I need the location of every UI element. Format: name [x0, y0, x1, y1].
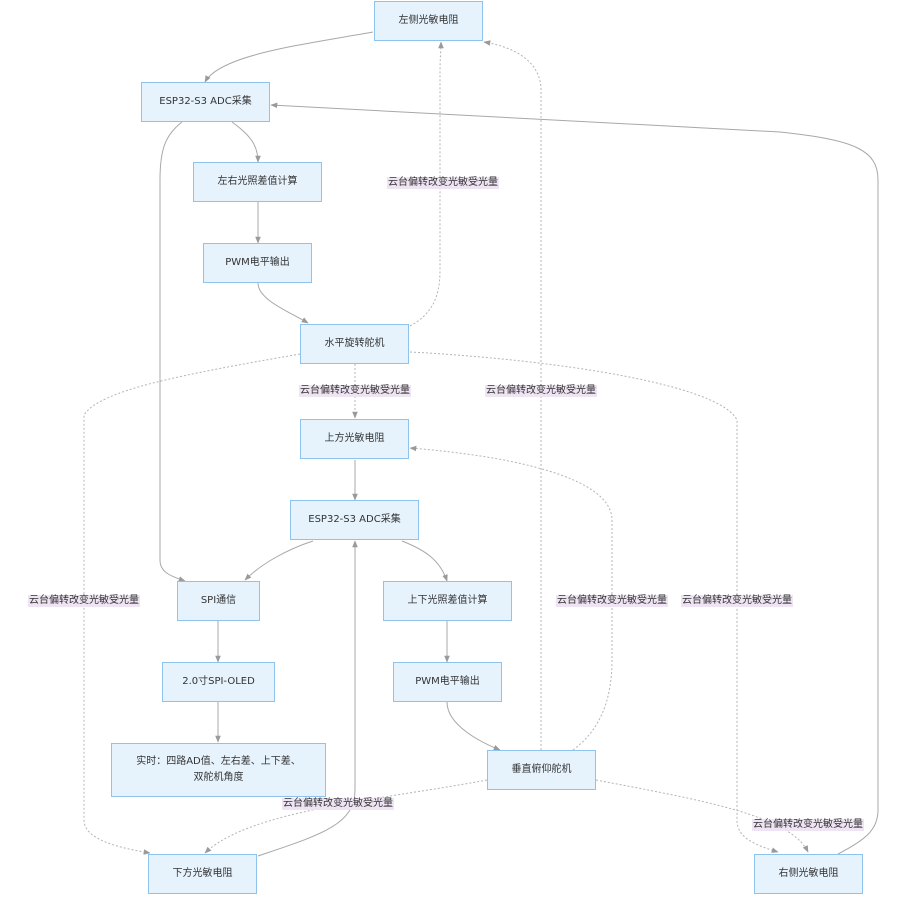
- node-top-ldr[interactable]: 上方光敏电阻: [300, 419, 409, 459]
- edge-h-servo-to-right-ldr: [409, 351, 779, 853]
- edge-label-v-servo-right-ldr: 云台偏转改变光敏受光量: [752, 819, 864, 831]
- node-v-servo[interactable]: 垂直俯仰舵机: [487, 750, 596, 790]
- edge-right-ldr-to-adc1: [270, 102, 879, 855]
- edge-h-servo-to-bottom-ldr: [83, 353, 301, 855]
- edge-adc1-to-lr-diff: [231, 121, 261, 163]
- edge-label-h-servo-bottom-ldr: 云台偏转改变光敏受光量: [28, 595, 140, 607]
- node-ud-diff[interactable]: 上下光照差值计算: [383, 581, 512, 621]
- node-lr-diff[interactable]: 左右光照差值计算: [193, 162, 322, 202]
- edge-adc1-to-spi: [159, 121, 186, 582]
- node-spi[interactable]: SPI通信: [177, 581, 260, 621]
- node-adc2[interactable]: ESP32-S3 ADC采集: [290, 500, 419, 540]
- edge-bottom-ldr-to-adc2: [257, 540, 358, 857]
- edge-label-h-servo-left-ldr: 云台偏转改变光敏受光量: [387, 177, 499, 189]
- edge-adc2-to-spi: [244, 540, 314, 581]
- node-pwm2[interactable]: PWM电平输出: [393, 662, 502, 702]
- edge-v-servo-to-top-ldr: [409, 445, 613, 751]
- node-realtime[interactable]: 实时：四路AD值、左右差、上下差、 双舵机角度: [111, 743, 326, 797]
- edge-v-servo-to-left-ldr: [483, 40, 542, 750]
- edge-pwm1-to-h-servo: [257, 282, 309, 324]
- node-oled[interactable]: 2.0寸SPI-OLED: [162, 662, 275, 702]
- edge-label-h-servo-right-ldr: 云台偏转改变光敏受光量: [681, 595, 793, 607]
- edge-adc2-to-ud-diff: [401, 540, 448, 582]
- node-left-ldr[interactable]: 左侧光敏电阻: [374, 1, 483, 41]
- edge-pwm2-to-v-servo: [446, 701, 501, 751]
- edge-label-v-servo-bottom-ldr: 云台偏转改变光敏受光量: [282, 798, 394, 810]
- edge-label-v-servo-top-ldr: 云台偏转改变光敏受光量: [556, 595, 668, 607]
- node-bottom-ldr[interactable]: 下方光敏电阻: [148, 854, 257, 894]
- edge-label-v-servo-left-ldr: 云台偏转改变光敏受光量: [485, 385, 597, 397]
- edge-v-servo-to-right-ldr: [595, 779, 809, 853]
- node-right-ldr[interactable]: 右侧光敏电阻: [754, 854, 863, 894]
- edge-left-ldr-to-adc1: [204, 31, 374, 83]
- node-adc1[interactable]: ESP32-S3 ADC采集: [141, 82, 270, 122]
- node-h-servo[interactable]: 水平旋转舵机: [300, 324, 409, 364]
- node-pwm1[interactable]: PWM电平输出: [203, 243, 312, 283]
- edge-label-h-servo-top-ldr: 云台偏转改变光敏受光量: [299, 385, 411, 397]
